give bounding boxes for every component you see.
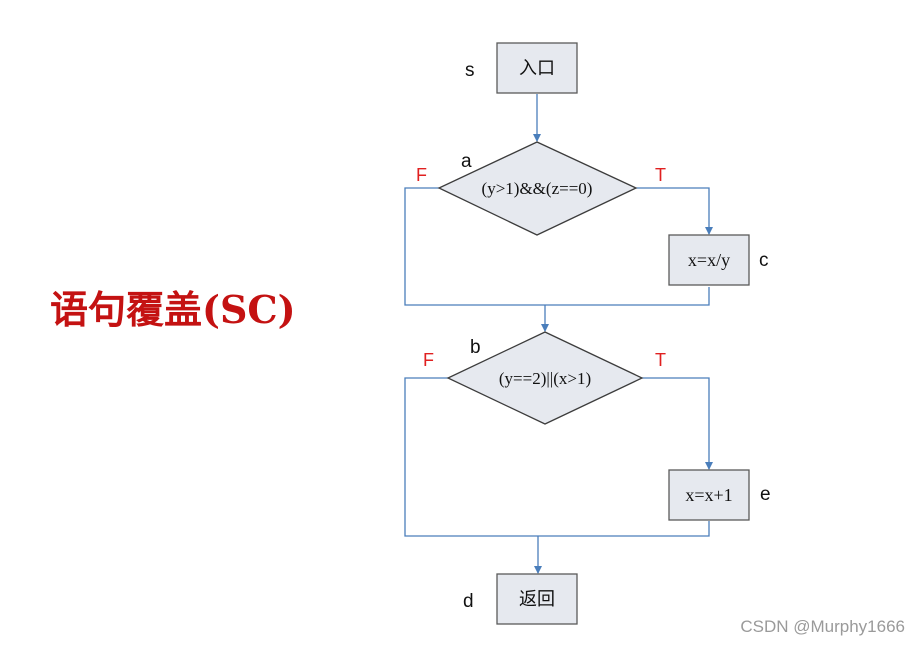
exit-node: 返回 d [463, 573, 578, 625]
node-letter-d: d [463, 591, 474, 612]
decision-a-false-label: F [416, 165, 427, 185]
decision-b-diamond [446, 331, 644, 425]
process-e-box [668, 469, 750, 521]
decision-b-true-label: T [655, 350, 666, 370]
entry-label: 入口 [519, 58, 555, 78]
node-letter-s: s [465, 60, 475, 81]
page-title: 语句覆盖(SC) [50, 287, 296, 332]
edge-a-false-merge [404, 187, 545, 306]
decision-a-node: (y>1)&&(z==0) a F T [416, 141, 666, 236]
edge-b-true-to-e [642, 377, 713, 470]
node-letter-b: b [470, 337, 481, 358]
decision-b-condition: (y==2)||(x>1) [499, 369, 591, 388]
decision-a-diamond [437, 141, 638, 236]
exit-box [496, 573, 578, 625]
edges [404, 94, 713, 574]
decision-a-true-label: T [655, 165, 666, 185]
decision-a-condition: (y>1)&&(z==0) [482, 179, 593, 198]
edge-b-false-merge [404, 377, 538, 537]
process-c-box [668, 234, 750, 286]
process-c-label: x=x/y [688, 250, 730, 270]
edge-e-merge [538, 521, 710, 537]
watermark-text: CSDN @Murphy1666 [740, 617, 905, 636]
entry-box [496, 42, 578, 94]
decision-b-false-label: F [423, 350, 434, 370]
edge-a-true-to-c [636, 187, 713, 235]
exit-label: 返回 [519, 589, 555, 609]
decision-b-node: (y==2)||(x>1) b F T [423, 331, 666, 425]
entry-node: 入口 s [465, 42, 578, 94]
process-e-node: x=x+1 e [668, 469, 771, 521]
edge-c-merge [545, 287, 710, 306]
node-letter-e: e [760, 484, 771, 505]
process-e-label: x=x+1 [685, 485, 732, 505]
process-c-node: x=x/y c [668, 234, 769, 286]
node-letter-a: a [461, 151, 472, 172]
node-letter-c: c [759, 250, 769, 271]
